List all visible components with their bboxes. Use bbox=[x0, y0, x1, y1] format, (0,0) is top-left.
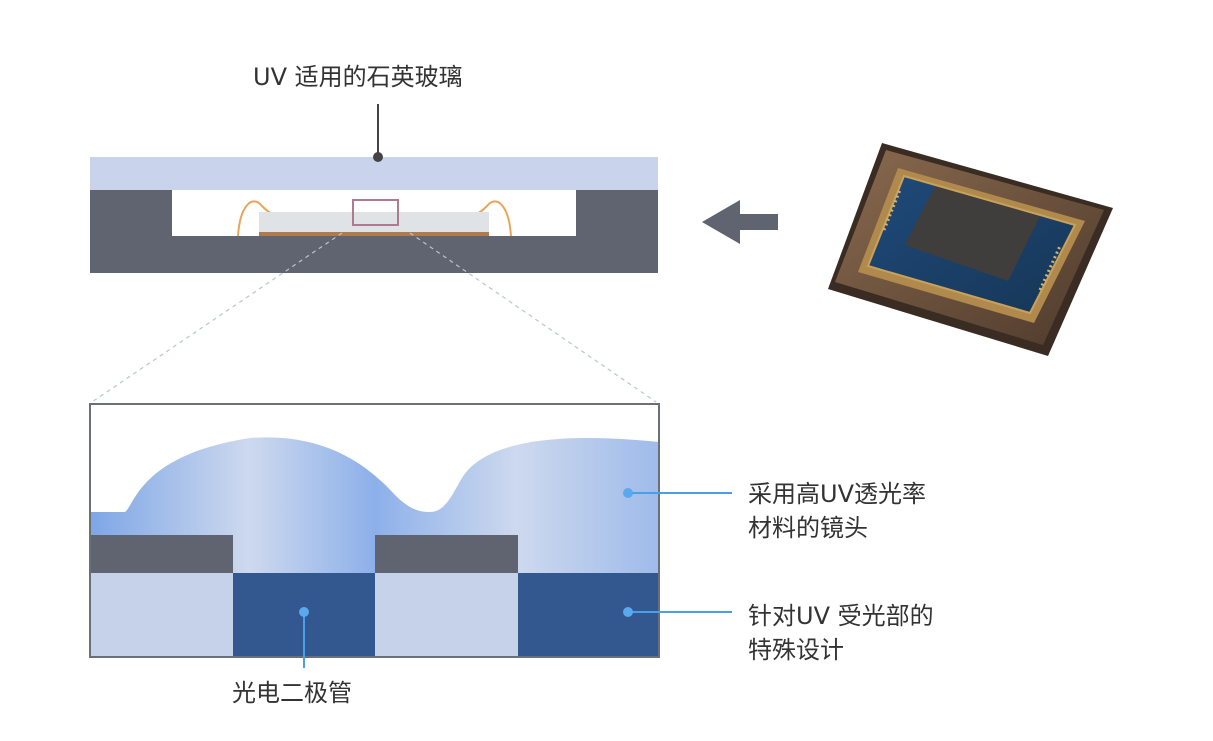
photodiode-segment bbox=[518, 573, 659, 657]
special-design-label: 针对UV 受光部的 特殊设计 bbox=[748, 599, 934, 667]
lens-label-line1: 采用高UV透光率 bbox=[748, 480, 926, 508]
zoomed-cross-section bbox=[89, 403, 660, 658]
metal-shield-left bbox=[90, 535, 233, 573]
substrate-segment bbox=[375, 573, 518, 657]
zoom-guide-left bbox=[91, 232, 343, 403]
zoom-frame bbox=[89, 403, 660, 658]
lens-pointer-dot bbox=[623, 488, 633, 498]
design-pointer-dot bbox=[623, 607, 633, 617]
die-bond-layer bbox=[259, 232, 489, 236]
quartz-glass-layer bbox=[90, 157, 658, 190]
sensor-die bbox=[259, 212, 489, 232]
zoom-region-marker bbox=[352, 199, 399, 226]
zoom-guide-right bbox=[409, 232, 657, 403]
substrate-segment bbox=[90, 573, 233, 657]
arrow-left-icon bbox=[702, 200, 778, 244]
photodiode-label: 光电二极管 bbox=[232, 679, 352, 707]
special-design-label-line2: 特殊设计 bbox=[748, 636, 844, 664]
lens-label: 采用高UV透光率 材料的镜头 bbox=[748, 477, 926, 545]
quartz-glass-label: UV 适用的石英玻璃 bbox=[253, 63, 463, 91]
package-cross-section bbox=[90, 157, 658, 273]
quartz-pointer-dot bbox=[373, 152, 383, 162]
special-design-label-line1: 针对UV 受光部的 bbox=[748, 602, 934, 630]
image-sensor-chip-icon bbox=[828, 143, 1113, 356]
metal-shield-right bbox=[375, 535, 518, 573]
lens-label-line2: 材料的镜头 bbox=[748, 514, 868, 542]
diode-pointer-dot bbox=[299, 607, 309, 617]
